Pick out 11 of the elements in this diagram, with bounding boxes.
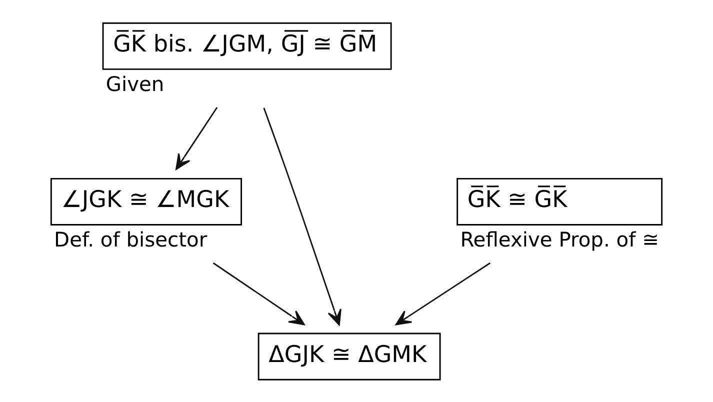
node-label: Def. of bisector [54, 228, 208, 252]
node-box: G̅K̅ ≅ G̅K̅ [456, 178, 663, 226]
node-label: Reflexive Prop. of ≅ [460, 228, 660, 252]
node-label: Given [106, 72, 164, 96]
node-box: ΔGJK ≅ ΔGMK [258, 332, 441, 380]
arrow [263, 108, 342, 326]
arrow [176, 107, 218, 170]
node-box: ∠JGK ≅ ∠MGK [50, 178, 242, 226]
arrow [212, 262, 305, 326]
arrow [395, 262, 491, 326]
node-box: G̅K̅ bis. ∠JGM, G̅J̅ ≅ G̅M̅ [102, 22, 392, 70]
